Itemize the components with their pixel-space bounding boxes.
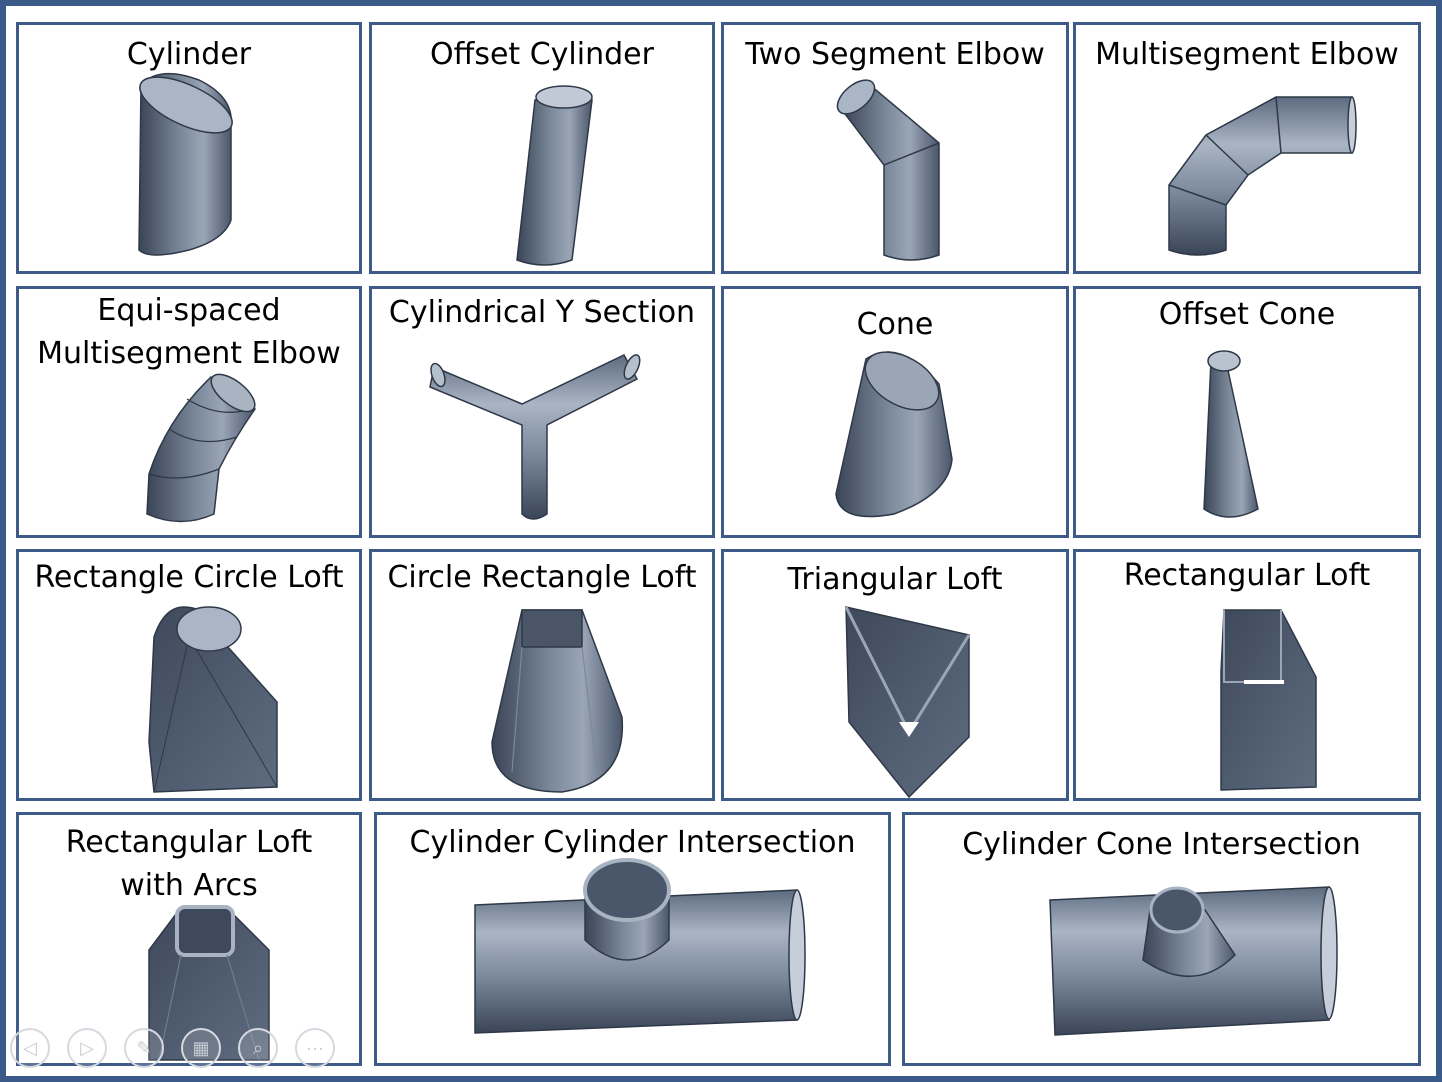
shape-title: Cylinder Cylinder Intersection xyxy=(377,821,888,864)
shape-title: Two Segment Elbow xyxy=(724,33,1066,76)
shape-cell-rectangular-loft: Rectangular Loft xyxy=(1073,549,1421,801)
shape-title-line: Cylinder Cone Intersection xyxy=(962,827,1361,862)
slideshow-toolbar: ◁ ▷ ✎ ▦ ⌕ ··· xyxy=(10,1028,350,1072)
pen-icon[interactable]: ✎ xyxy=(124,1028,164,1068)
shape-cell-rectangular-loft-arcs: Rectangular Loft with Arcs xyxy=(16,812,362,1066)
shape-title: Cylinder Cone Intersection xyxy=(905,823,1418,866)
shape-title-line: Two Segment Elbow xyxy=(745,37,1045,72)
shape-title: Offset Cone xyxy=(1076,293,1418,336)
shape-cell-cylindrical-y: Cylindrical Y Section xyxy=(369,286,715,538)
shape-title: Triangular Loft xyxy=(724,558,1066,601)
offset-cylinder-illustration xyxy=(516,85,593,266)
shape-cell-cyl-cyl-intersection: Cylinder Cylinder Intersection xyxy=(374,812,891,1066)
shape-cell-cone: Cone xyxy=(721,286,1069,538)
shape-cell-circle-rectangle-loft: Circle Rectangle Loft xyxy=(369,549,715,801)
shape-title-line: Rectangular Loft xyxy=(65,825,313,860)
shape-cell-cylinder: Cylinder xyxy=(16,22,362,274)
shape-title: Cone xyxy=(724,303,1066,346)
shape-title-line: Cone xyxy=(856,307,934,342)
shape-title: Circle Rectangle Loft xyxy=(372,556,712,599)
shape-cell-multisegment-elbow: Multisegment Elbow xyxy=(1073,22,1421,274)
shape-title-line: Cylinder xyxy=(126,37,252,72)
shape-title-line: Cylinder Cylinder Intersection xyxy=(409,825,856,860)
cylinder-illustration xyxy=(138,72,233,256)
shape-cell-rectangle-circle-loft: Rectangle Circle Loft xyxy=(16,549,362,801)
shape-title: Cylindrical Y Section xyxy=(372,291,712,334)
cone-illustration xyxy=(835,351,953,518)
more-options-icon[interactable]: ··· xyxy=(295,1028,335,1068)
shape-title-line: Multisegment Elbow xyxy=(1095,37,1399,72)
shape-cell-two-segment-elbow: Two Segment Elbow xyxy=(721,22,1069,274)
shape-title-line: with Arcs xyxy=(120,868,258,903)
rectangular-loft-illustration xyxy=(1220,609,1317,791)
shape-cell-offset-cone: Offset Cone xyxy=(1073,286,1421,538)
shape-title-line: Rectangular Loft xyxy=(1123,558,1371,593)
shape-title-line: Cylindrical Y Section xyxy=(388,295,696,330)
shape-title-line: Equi-spaced xyxy=(97,293,281,328)
cyl-cyl-intersection-illustration xyxy=(474,858,806,1034)
shape-title: Offset Cylinder xyxy=(372,33,712,76)
cylindrical-y-illustration xyxy=(429,354,641,520)
offset-cone-illustration xyxy=(1203,350,1259,518)
shape-title: Rectangle Circle Loft xyxy=(19,556,359,599)
rectangular-loft-arcs-illustration xyxy=(148,905,270,1061)
shape-title-line: Circle Rectangle Loft xyxy=(387,560,697,595)
slides-grid-icon[interactable]: ▦ xyxy=(181,1028,221,1068)
circle-rectangle-loft-illustration xyxy=(491,609,624,793)
shape-title: Cylinder xyxy=(19,33,359,76)
equispaced-elbow-illustration xyxy=(146,373,257,523)
shape-title-line: Multisegment Elbow xyxy=(37,336,341,371)
triangular-loft-illustration xyxy=(844,606,971,798)
shape-title-line: Triangular Loft xyxy=(787,562,1003,597)
previous-icon[interactable]: ◁ xyxy=(10,1028,50,1068)
shape-title-line: Offset Cone xyxy=(1158,297,1336,332)
next-icon[interactable]: ▷ xyxy=(67,1028,107,1068)
multisegment-elbow-illustration xyxy=(1168,96,1357,256)
cyl-cone-intersection-illustration xyxy=(1049,886,1338,1036)
rectangle-circle-loft-illustration xyxy=(148,606,278,793)
shape-cell-cyl-cone-intersection: Cylinder Cone Intersection xyxy=(902,812,1421,1066)
shape-cell-offset-cylinder: Offset Cylinder xyxy=(369,22,715,274)
shape-cell-triangular-loft: Triangular Loft xyxy=(721,549,1069,801)
zoom-icon[interactable]: ⌕ xyxy=(238,1028,278,1068)
two-segment-elbow-illustration xyxy=(836,79,940,261)
shape-title-line: Offset Cylinder xyxy=(430,37,654,72)
shape-title: Rectangular Loft with Arcs xyxy=(19,821,359,907)
shape-title-line: Rectangle Circle Loft xyxy=(34,560,344,595)
shape-title: Rectangular Loft xyxy=(1076,554,1418,597)
shape-title: Multisegment Elbow xyxy=(1076,33,1418,76)
